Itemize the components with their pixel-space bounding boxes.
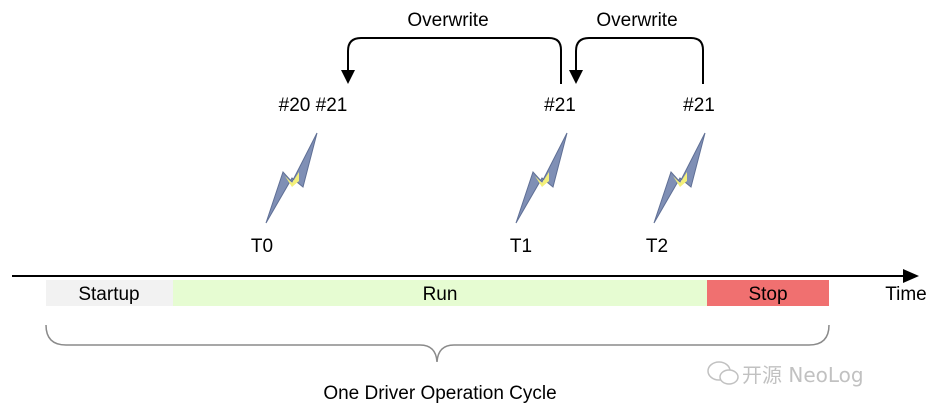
- cycle-label: One Driver Operation Cycle: [323, 383, 556, 404]
- phase-stop-label: Stop: [748, 284, 787, 305]
- watermark-text: 开源 NeoLog: [742, 363, 864, 387]
- phase-startup-bar: [46, 280, 173, 306]
- event-label-t0: #20 #21: [279, 95, 348, 116]
- wechat-icon: [707, 361, 739, 385]
- overwrite-label-1: Overwrite: [407, 10, 488, 31]
- overwrite-arrowhead-2: [569, 70, 583, 84]
- overwrite-arrowhead-1: [341, 70, 355, 84]
- event-label-t2: #21: [683, 95, 715, 116]
- time-label-t1: T1: [510, 236, 532, 257]
- event-label-t1: #21: [544, 95, 576, 116]
- time-label-t0: T0: [251, 236, 273, 257]
- lightning-icon-t1: [515, 132, 568, 224]
- phase-run-label: Run: [423, 284, 458, 305]
- phase-startup-label: Startup: [78, 284, 139, 305]
- phase-stop-bar: [707, 280, 829, 306]
- cycle-brace: [45, 324, 830, 363]
- time-label-t2: T2: [646, 236, 668, 257]
- overwrite-label-2: Overwrite: [596, 10, 677, 31]
- phase-run-bar: [173, 280, 707, 306]
- time-axis-arrowhead: [903, 269, 919, 283]
- time-axis-label: Time: [885, 284, 927, 305]
- lightning-icon-t2: [653, 132, 706, 224]
- overwrite-arrow-1: [347, 37, 562, 84]
- overwrite-arrow-2: [575, 37, 704, 84]
- lightning-icon-t0: [265, 132, 318, 224]
- watermark: 开源 NeoLog: [707, 361, 864, 387]
